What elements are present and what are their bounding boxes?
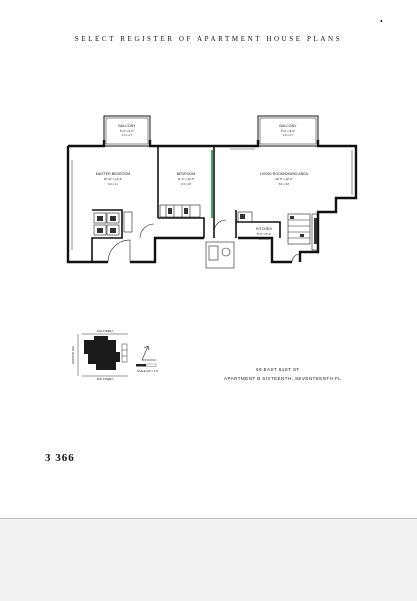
- key-plan-street-bottom: 60th STREET: [97, 377, 113, 381]
- kitchen-dims-ft: 8'-0" x 8'-3": [257, 232, 271, 236]
- balcony-right-name: BALCONY: [279, 124, 297, 128]
- window-marks: [71, 148, 353, 250]
- building-footprint: [84, 336, 120, 370]
- key-plan-avenue: MADISON AVE: [71, 346, 75, 364]
- address-line-2: APARTMENT B SIXTEENTH, SEVENTEENTH FL: [224, 376, 342, 381]
- background-area: [0, 518, 417, 601]
- living-name: LIVING ROOM/DINING AREA: [260, 172, 309, 176]
- key-plan: 61st STREET 60th STREET MADISON AVE: [71, 329, 128, 381]
- document-page: [0, 0, 417, 518]
- page-title: SELECT REGISTER OF APARTMENT HOUSE PLANS: [74, 35, 343, 43]
- bedroom-dims-m: 3.4 x 3.8: [181, 182, 192, 186]
- room-labels: BALCONY 5'-4" x 9'-0" 1.6 x 2.7 BALCONY …: [96, 124, 309, 241]
- kitchen-dims-m: 2.4 x 2.5: [259, 237, 270, 241]
- balcony-outlines: [103, 115, 319, 147]
- balcony-left-dims-m: 1.6 x 2.7: [122, 133, 133, 137]
- bedroom-dims-ft: 11'-3" x 12'-5": [178, 177, 195, 181]
- balcony-right-dims-ft: 5'-4" x 9'-0": [281, 129, 295, 133]
- fixture-fills: [97, 208, 317, 244]
- north-arrow-icon: [141, 345, 156, 361]
- master-bedroom-dims-ft: 15'-11" x 13'-6": [104, 177, 123, 181]
- corner-mark: •: [380, 17, 383, 26]
- scale-label: SCALE 1/8" = 1'-0": [137, 369, 159, 373]
- key-plan-street-top: 61st STREET: [97, 329, 113, 333]
- door-swings: [107, 219, 301, 263]
- balcony-right-dims-m: 1.6 x 2.7: [283, 133, 294, 137]
- kitchen-name: KITCHEN: [256, 227, 272, 231]
- page-number: 3 366: [45, 452, 75, 464]
- bedroom-name: BEDROOM: [177, 172, 196, 176]
- address-line-1: 60 EAST 61st ST: [256, 367, 300, 372]
- master-bedroom-name: MASTER BEDROOM: [96, 172, 131, 176]
- balcony-left-dims-ft: 5'-4" x 9'-0": [120, 129, 134, 133]
- interior-walls: [91, 146, 281, 262]
- scale-bar: SCALE 1/8" = 1'-0": [136, 363, 159, 373]
- living-dims-m: 8.1 x 3.8: [279, 182, 290, 186]
- balcony-left-name: BALCONY: [118, 124, 136, 128]
- fixtures: [93, 204, 319, 269]
- living-dims-ft: 26'-6" x 12'-6": [275, 177, 292, 181]
- master-bedroom-dims-m: 4.9 x 4.1: [108, 182, 119, 186]
